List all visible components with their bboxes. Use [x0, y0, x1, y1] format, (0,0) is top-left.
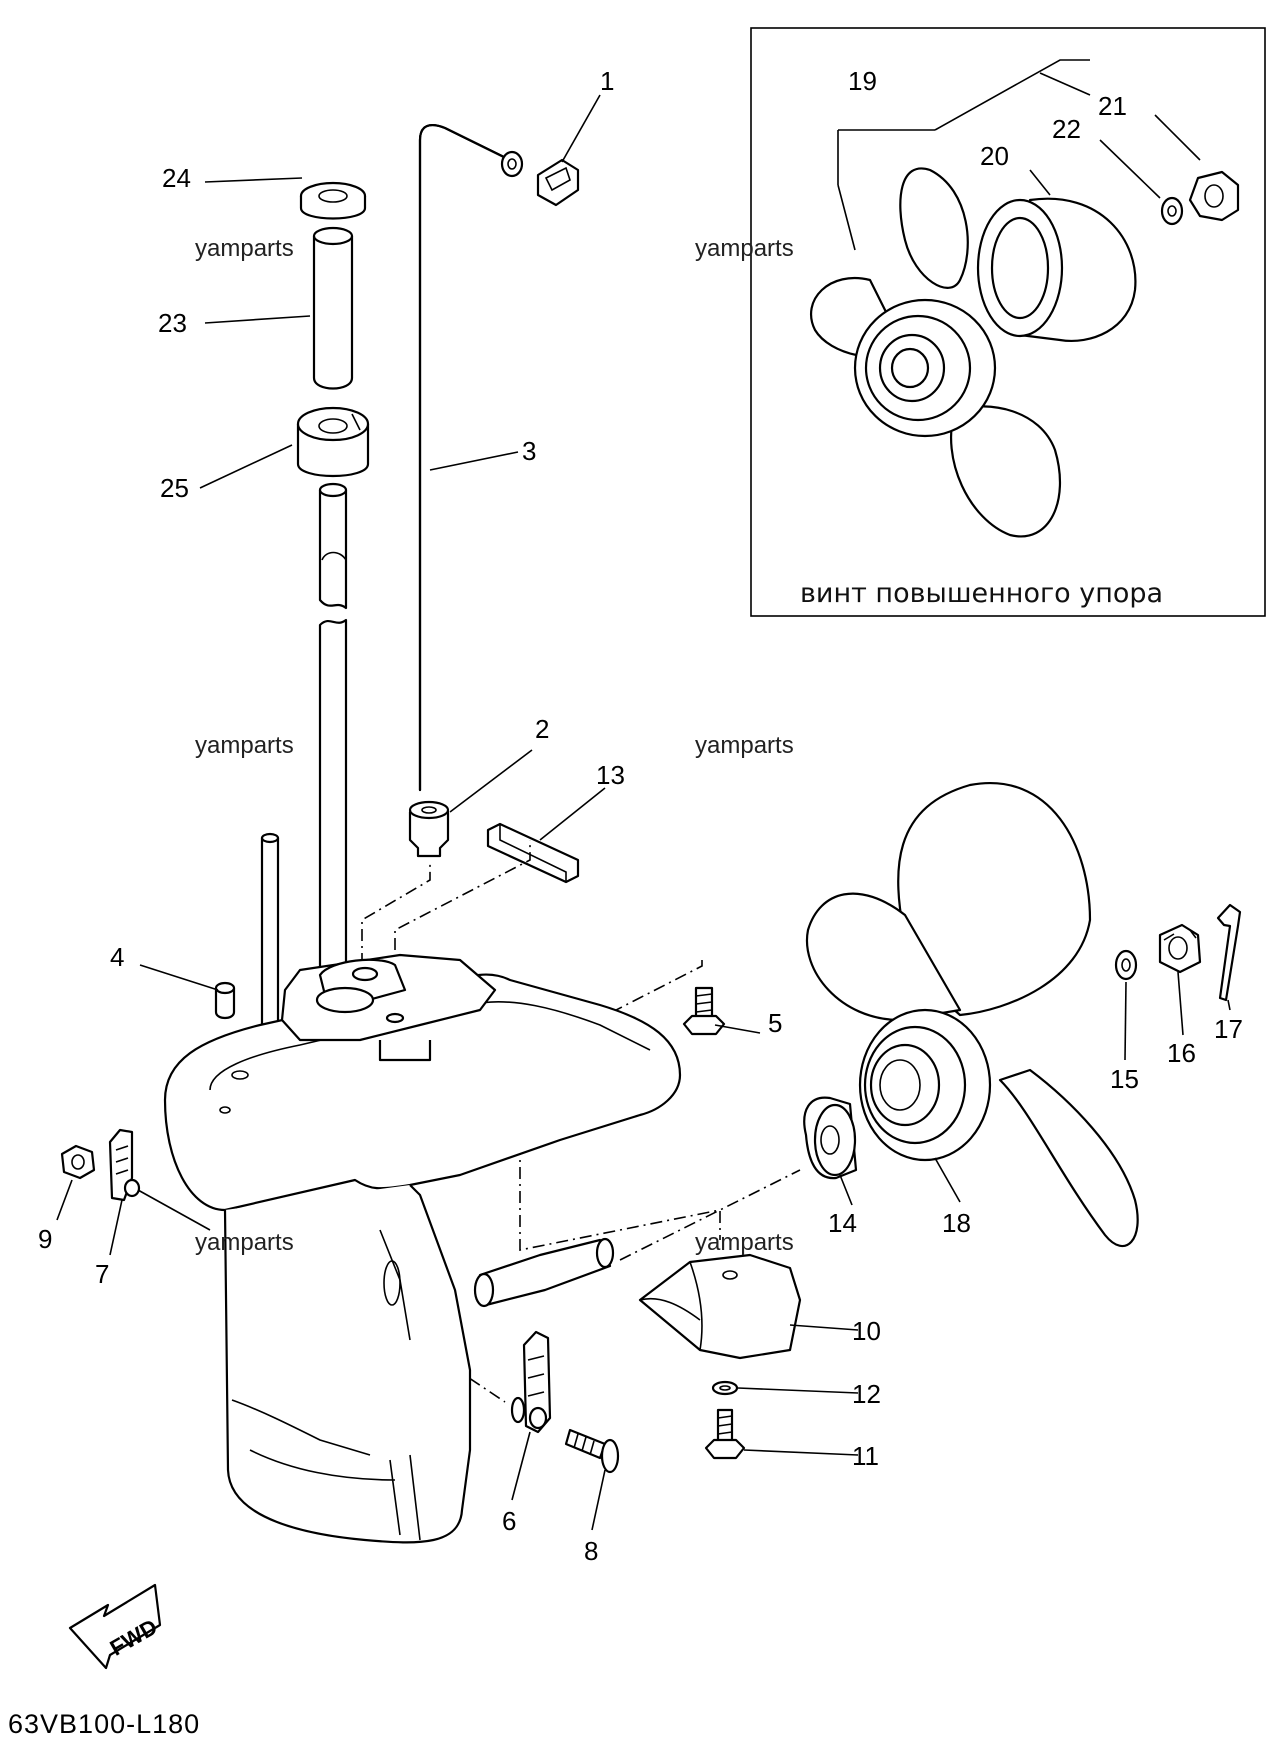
watermark-text: yamparts: [695, 1229, 794, 1256]
callout-12: 12: [852, 1379, 881, 1409]
callout-4: 4: [110, 942, 124, 972]
dowel-pin-4: [214, 981, 236, 1020]
lower-unit-housing: [163, 953, 682, 1544]
callout-20: 20: [980, 141, 1009, 171]
watermark-text: yamparts: [695, 235, 794, 262]
callout-2: 2: [535, 714, 549, 744]
bolt-11: [704, 1408, 746, 1460]
callout-17: 17: [1214, 1014, 1243, 1044]
drive-shaft: [318, 482, 348, 982]
watermark-text: yamparts: [195, 235, 294, 262]
callout-8: 8: [584, 1536, 598, 1566]
propeller-18: [805, 782, 1139, 1248]
anode-6: [510, 1330, 552, 1434]
callout-numbers: 1 2 3 4 5 6 7 8 9 10 11 12 13 14 15 16 1…: [38, 66, 1243, 1566]
callout-5: 5: [768, 1008, 782, 1038]
callout-9: 9: [38, 1224, 52, 1254]
inset-caption: винт повышенного упора: [800, 578, 1163, 609]
callout-25: 25: [160, 473, 189, 503]
callout-10: 10: [852, 1316, 881, 1346]
inset-propeller: [809, 167, 1062, 538]
leader-lines: [56, 94, 1231, 1531]
grommet-24: [299, 181, 367, 220]
diagram-code: 63VB100-L180: [8, 1709, 200, 1739]
callout-23: 23: [158, 308, 187, 338]
spacer-14: [803, 1096, 858, 1180]
inset-nut: [1188, 170, 1240, 222]
cotter-pin-17: [1216, 903, 1242, 1002]
grommet-1: [536, 158, 580, 207]
callout-6: 6: [502, 1506, 516, 1536]
inset-washer: [1160, 196, 1184, 226]
inset-panel: [750, 27, 1266, 617]
watermark-text: yamparts: [695, 732, 794, 759]
watermarks: yamparts yamparts yamparts yamparts yamp…: [195, 235, 794, 1256]
watermark-text: yamparts: [195, 732, 294, 759]
inset-thrust-hub: [976, 197, 1137, 342]
water-tube-3: [418, 124, 524, 792]
plate-13: [486, 822, 580, 884]
washer-15: [1114, 949, 1138, 981]
callout-1: 1: [600, 66, 614, 96]
bolt-5: [682, 986, 726, 1036]
callout-19: 19: [848, 66, 877, 96]
callout-3: 3: [522, 436, 536, 466]
callout-18: 18: [942, 1208, 971, 1238]
anode-plate-10: [638, 1253, 802, 1360]
fwd-arrow-icon: FWD: [68, 1583, 161, 1670]
collar-25: [296, 406, 370, 478]
grommet-2: [408, 800, 450, 858]
callout-24: 24: [162, 163, 191, 193]
callout-16: 16: [1167, 1038, 1196, 1068]
callout-14: 14: [828, 1208, 857, 1238]
nut-9: [60, 1144, 96, 1180]
watermark-text: yamparts: [195, 1229, 294, 1256]
callout-13: 13: [596, 760, 625, 790]
callout-15: 15: [1110, 1064, 1139, 1094]
callout-21: 21: [1098, 91, 1127, 121]
bracket-7: [108, 1128, 141, 1202]
water-pipe-23: [312, 226, 354, 390]
screw-8: [564, 1428, 620, 1474]
washer-12: [711, 1380, 739, 1396]
callout-22: 22: [1052, 114, 1081, 144]
callout-11: 11: [852, 1441, 879, 1471]
callout-7: 7: [95, 1259, 109, 1289]
nut-16: [1158, 923, 1202, 974]
